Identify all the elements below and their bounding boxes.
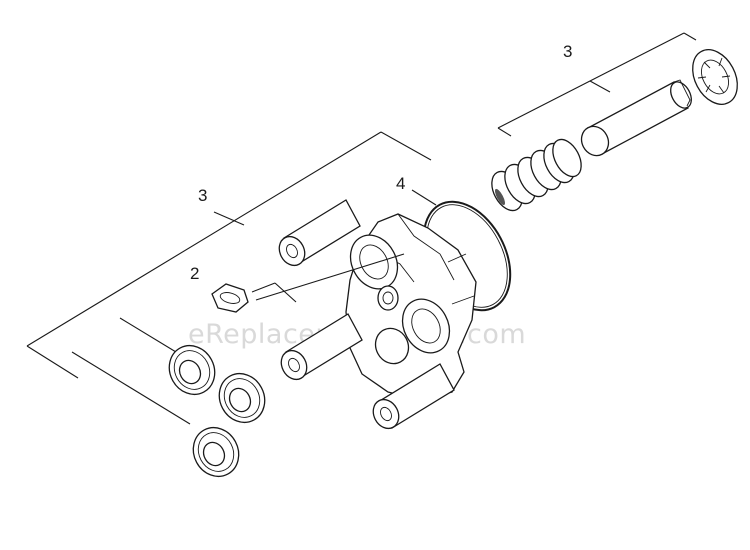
coil-spring <box>491 138 582 212</box>
label-3-top: 3 <box>563 42 572 61</box>
leader-4 <box>411 189 437 206</box>
label-4: 4 <box>396 174 405 193</box>
middle-piston <box>280 313 363 381</box>
leader-2 <box>251 282 297 303</box>
seal-ring-3 <box>192 426 240 478</box>
upper-piston <box>278 199 361 267</box>
bracket-3-left <box>26 131 432 425</box>
piston-rod <box>580 79 692 157</box>
seal-ring-2 <box>218 372 266 424</box>
lower-piston <box>372 363 455 430</box>
retaining-clip <box>692 49 738 105</box>
label-3-left: 3 <box>198 186 207 205</box>
bracket-3-top <box>497 32 697 137</box>
plunger-pin <box>255 253 405 301</box>
valve-body <box>345 213 477 401</box>
label-2: 2 <box>190 264 199 283</box>
seal-ring-1 <box>168 344 216 396</box>
hex-nut <box>211 283 249 313</box>
